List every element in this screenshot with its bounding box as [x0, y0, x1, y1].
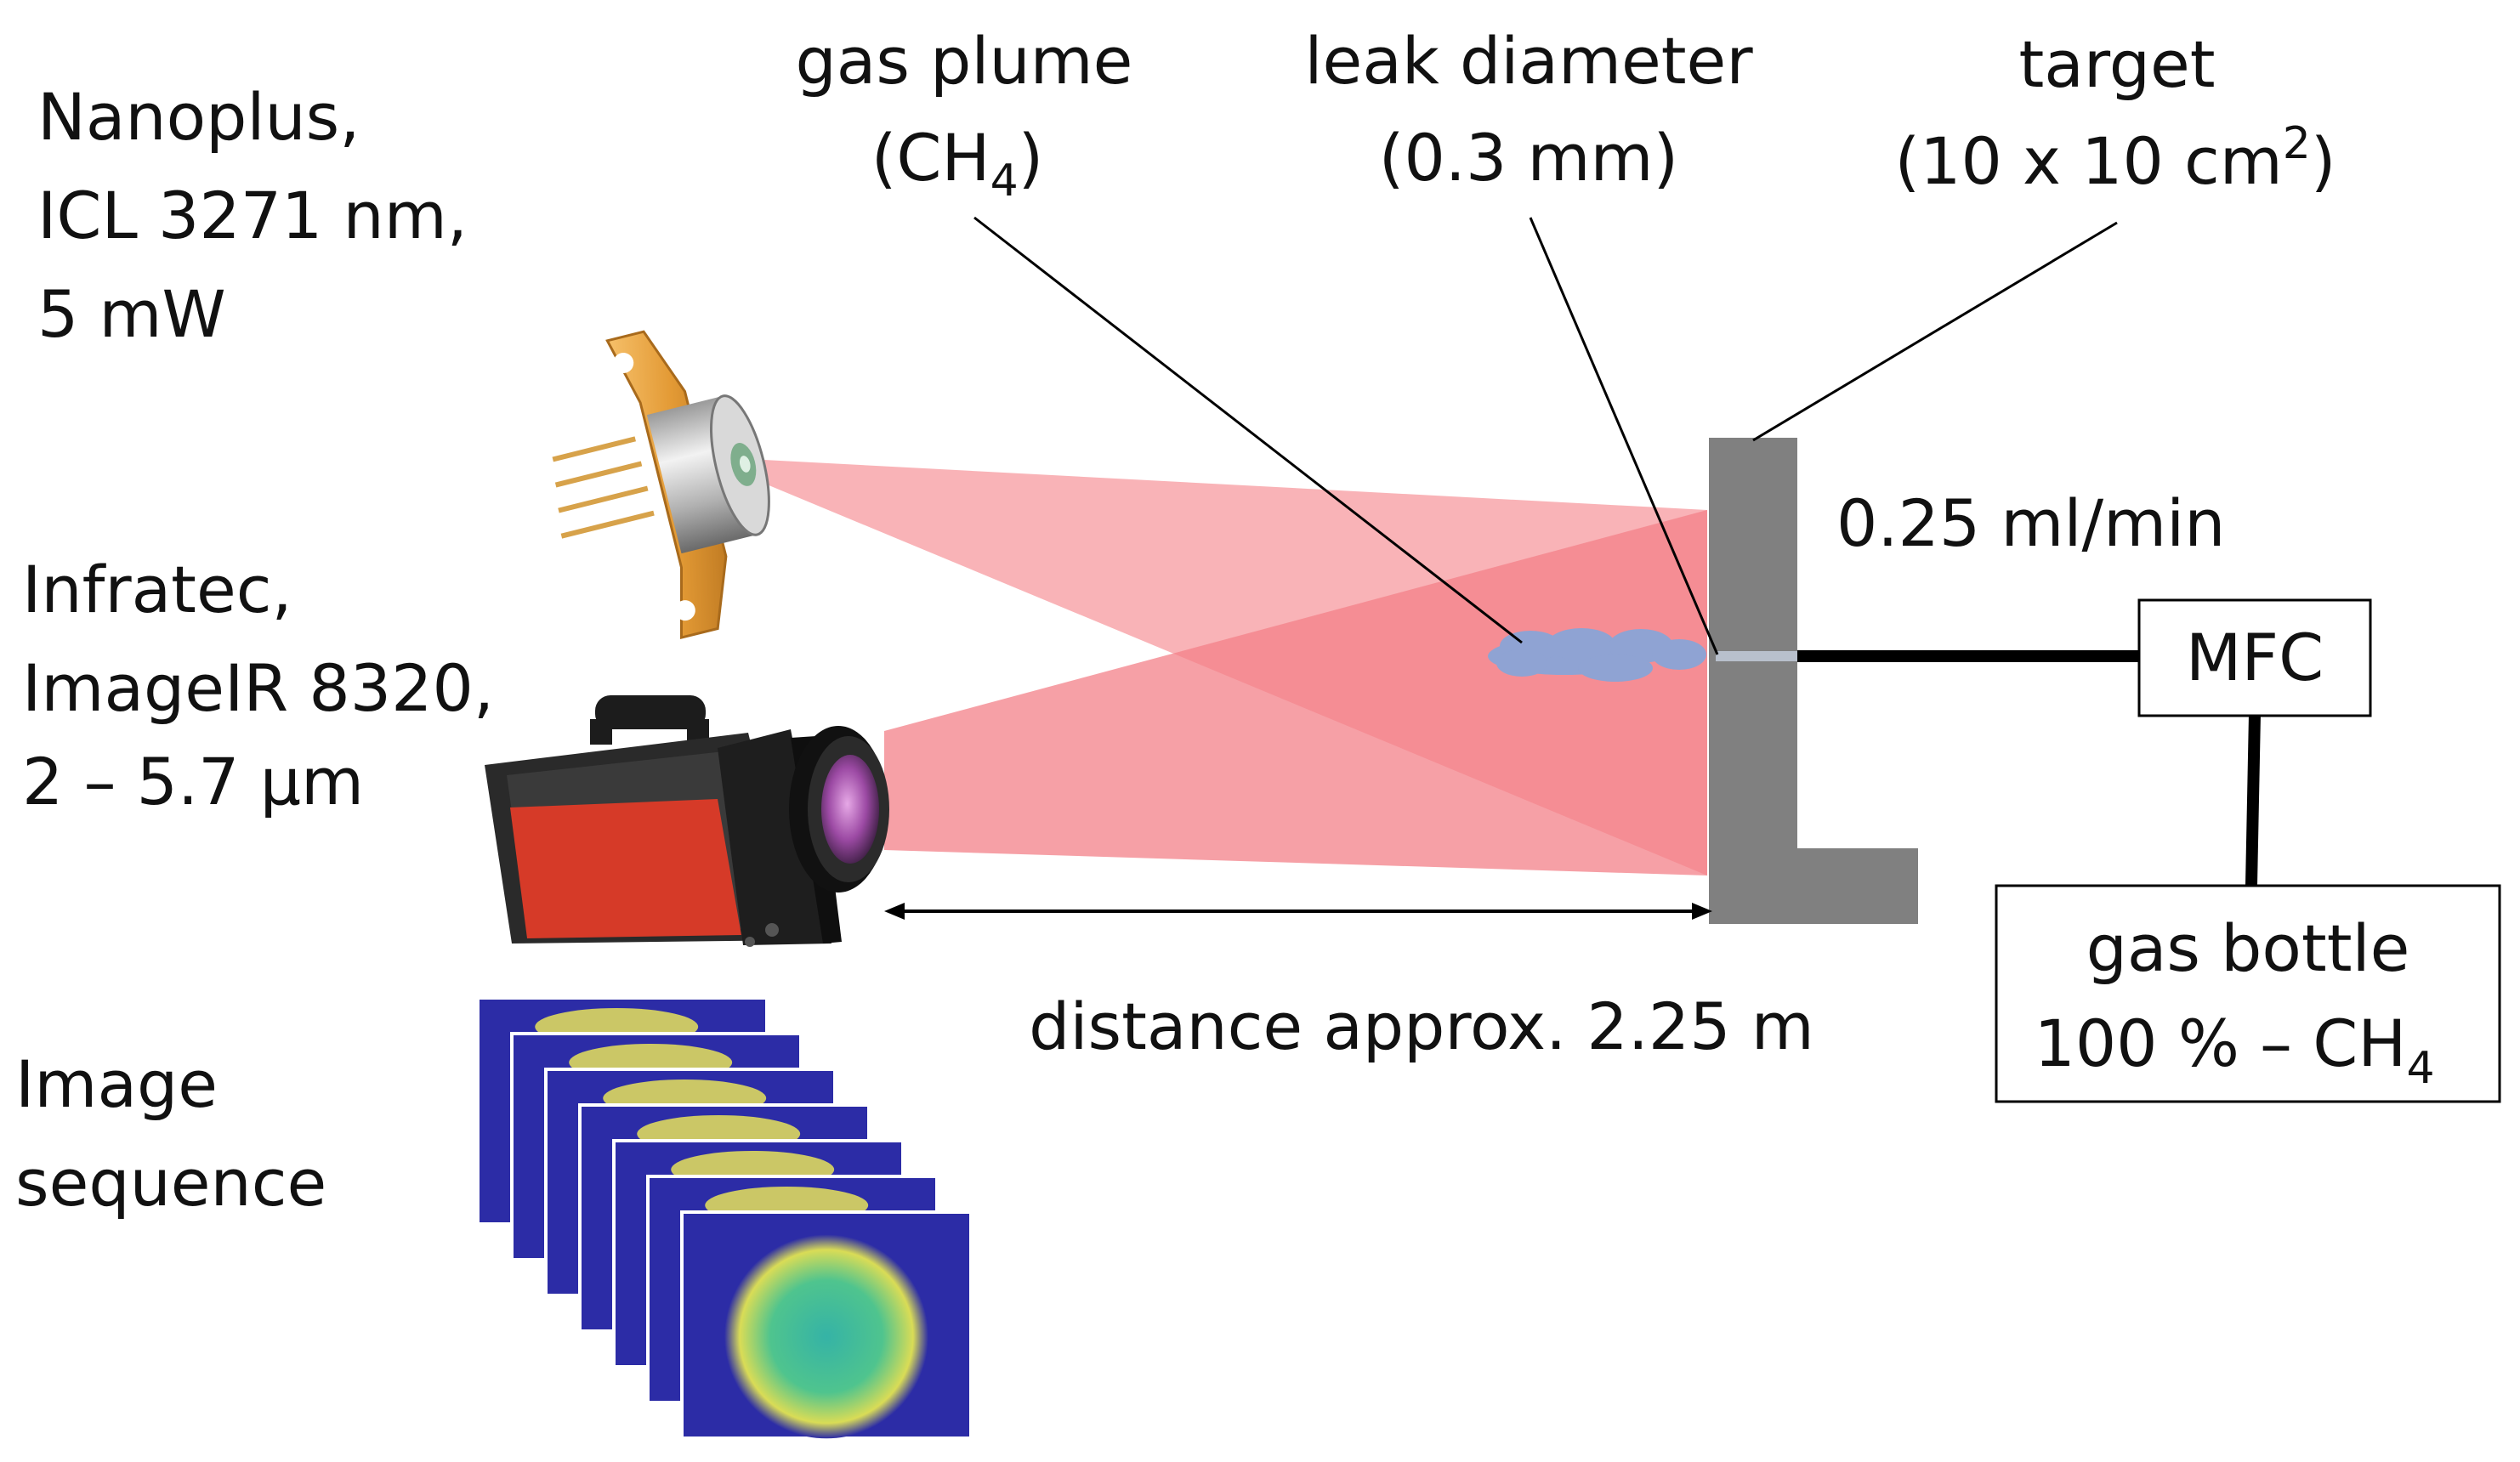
distance-label: distance approx. 2.25 m: [1029, 989, 1814, 1064]
laser-label-line1: Nanoplus,: [37, 79, 360, 155]
leak-outlet: [1716, 651, 1797, 661]
laser-label-line2: ICL 3271 nm,: [37, 178, 468, 253]
plume-label-line1: gas plume: [796, 23, 1133, 99]
sequence-label-line1: Image: [15, 1046, 218, 1122]
camera-view-cone: [884, 510, 1707, 876]
laser-label-line3: 5 mW: [37, 276, 226, 352]
target-label-line1: target: [2018, 26, 2215, 102]
gas-line-mfc-bottle: [2245, 713, 2261, 887]
gas-plume: [1488, 628, 1706, 682]
camera-label-line1: Infratec,: [22, 552, 292, 627]
plume-leader-line: [973, 216, 1523, 644]
mfc-box: MFC: [2137, 598, 2372, 717]
camera-label-line2: ImageIR 8320,: [22, 650, 494, 726]
bottle-label-line1: gas bottle: [2086, 910, 2410, 986]
sequence-frame-spot: [724, 1234, 928, 1439]
leak-leader-line: [1529, 217, 1719, 655]
distance-arrow: [884, 903, 1712, 920]
image-sequence-icon: [476, 996, 973, 1440]
flow-rate-label: 0.25 ml/min: [1836, 485, 2225, 561]
target-leader-line: [1752, 221, 2118, 442]
mfc-label: MFC: [2186, 620, 2324, 695]
ir-camera-icon: [485, 695, 889, 947]
leak-label-line2: (0.3 mm): [1379, 120, 1678, 196]
target-label-line2: (10 x 10 cm2): [1894, 118, 2336, 199]
camera-label-line3: 2 – 5.7 µm: [22, 744, 364, 819]
gas-bottle-box: gas bottle 100 % – CH4: [1995, 884, 2501, 1103]
laser-diode-icon: [552, 330, 770, 640]
plume-label-line2: (CH4): [871, 120, 1044, 207]
sequence-label-line2: sequence: [15, 1145, 326, 1221]
bottle-label-line2: 100 % – CH4: [2034, 1006, 2434, 1094]
leak-label-line1: leak diameter: [1304, 23, 1753, 99]
target: [1709, 438, 1918, 924]
